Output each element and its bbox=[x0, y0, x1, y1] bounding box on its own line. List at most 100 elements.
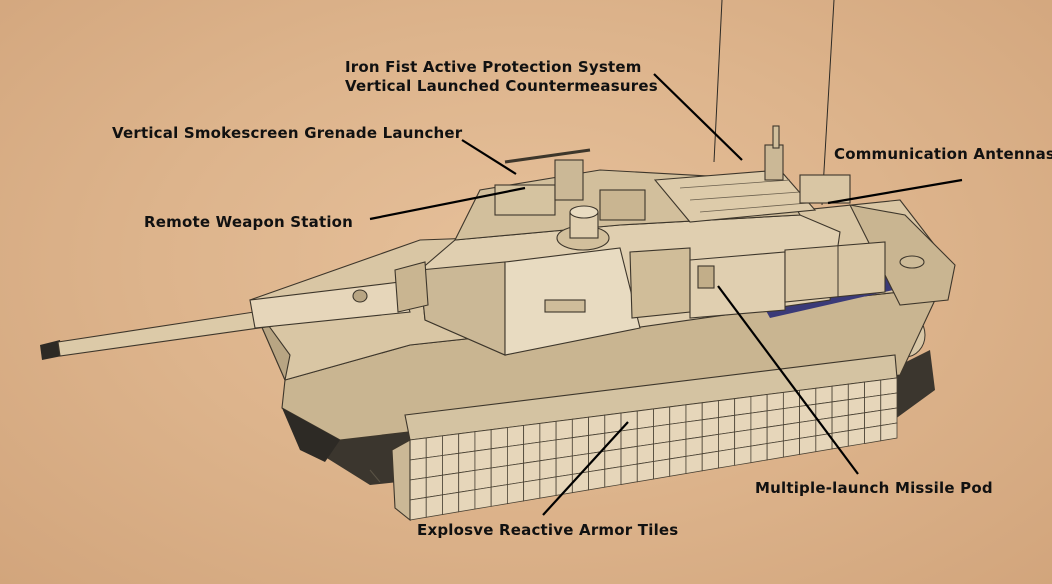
armor-tile bbox=[523, 460, 541, 483]
armor-tile bbox=[539, 420, 557, 443]
label-iron-fist-line1: Iron Fist Active Protection System bbox=[345, 58, 642, 76]
armor-tile bbox=[864, 409, 882, 429]
armor-tile bbox=[409, 457, 427, 481]
armor-tile bbox=[458, 450, 476, 474]
armor-tile bbox=[847, 381, 865, 401]
armor-tile bbox=[555, 418, 573, 441]
armor-tile bbox=[734, 429, 752, 450]
leader-iron-fist bbox=[653, 73, 743, 161]
armor-tile bbox=[458, 469, 476, 493]
armor-tile bbox=[506, 443, 525, 467]
armor-tile bbox=[831, 383, 849, 403]
armor-tile bbox=[815, 401, 833, 421]
rws-box bbox=[494, 184, 556, 216]
armor-tile bbox=[815, 385, 833, 405]
armor-tile bbox=[701, 450, 719, 472]
armor-tile bbox=[442, 491, 460, 516]
armor-tile bbox=[864, 394, 882, 414]
armor-tile bbox=[750, 426, 768, 447]
armor-tile bbox=[734, 412, 752, 433]
armor-tile bbox=[701, 400, 719, 421]
label-antennas: Communication Antennas bbox=[834, 145, 1052, 163]
turret-vent bbox=[544, 299, 586, 313]
turret-bustle-rear bbox=[784, 241, 886, 303]
armor-tile bbox=[474, 467, 492, 491]
armor-tile bbox=[636, 461, 654, 483]
armor-tile bbox=[539, 439, 557, 462]
armor-tile bbox=[831, 399, 849, 419]
armor-tile bbox=[571, 453, 589, 475]
armor-tile bbox=[604, 412, 622, 434]
armor-tile bbox=[653, 406, 671, 427]
armor-tile bbox=[425, 455, 443, 479]
leader-remote-weapon bbox=[369, 186, 526, 221]
leader-missile-pod bbox=[717, 285, 859, 475]
cupola-top bbox=[569, 205, 599, 219]
armor-tile bbox=[523, 441, 541, 464]
reactive-armor-tiles bbox=[391, 377, 898, 522]
armor-tile bbox=[604, 448, 622, 470]
armor-tile bbox=[847, 412, 865, 432]
front-mudguard bbox=[282, 408, 340, 462]
armor-tile bbox=[458, 431, 476, 454]
armor-tile bbox=[604, 466, 622, 488]
armor-tile bbox=[669, 421, 687, 443]
armor-tile bbox=[880, 422, 898, 442]
armor-tile bbox=[523, 423, 541, 445]
armor-tile bbox=[409, 477, 427, 501]
armor-tile bbox=[831, 414, 849, 434]
armor-tile bbox=[425, 494, 443, 518]
armor-tile bbox=[750, 410, 768, 431]
armor-tile bbox=[506, 425, 525, 448]
armor-tile bbox=[685, 453, 703, 475]
rear-hatch bbox=[899, 255, 925, 269]
armor-tile bbox=[750, 443, 768, 464]
armor-tile bbox=[799, 419, 817, 439]
label-missile-pod: Multiple-launch Missile Pod bbox=[755, 479, 993, 497]
armor-tile bbox=[442, 452, 460, 476]
armor-tile bbox=[669, 404, 687, 425]
iron-fist-pack bbox=[653, 169, 817, 223]
leader-smokescreen bbox=[461, 139, 517, 175]
bore-evacuator bbox=[352, 289, 368, 303]
armor-tile bbox=[847, 397, 865, 416]
armor-tile bbox=[636, 408, 654, 430]
armor-tile bbox=[653, 441, 671, 462]
armor-tile bbox=[880, 392, 898, 411]
armor-tile bbox=[490, 427, 508, 450]
armor-tile bbox=[847, 427, 865, 447]
armor-tile bbox=[539, 457, 557, 480]
armor-tile bbox=[864, 425, 882, 444]
armor-tile bbox=[539, 476, 557, 499]
armor-tile bbox=[734, 445, 752, 466]
armor-tile bbox=[474, 448, 492, 471]
armor-tile bbox=[701, 433, 719, 455]
armor-tile bbox=[669, 455, 687, 477]
armor-tile bbox=[766, 392, 784, 412]
armor-tile bbox=[766, 408, 784, 428]
armor-tile bbox=[442, 433, 460, 456]
armor-tile bbox=[474, 486, 492, 510]
armor-tile bbox=[636, 426, 654, 447]
label-reactive-armor: Explosve Reactive Armor Tiles bbox=[417, 521, 679, 539]
skirt-front-tile bbox=[391, 439, 411, 522]
leader-antennas bbox=[827, 178, 963, 205]
armor-tile bbox=[782, 437, 800, 458]
armor-tile bbox=[782, 421, 800, 442]
armor-tile bbox=[490, 446, 508, 469]
loader-station bbox=[599, 189, 646, 221]
armor-tile bbox=[782, 405, 800, 426]
armor-tile bbox=[571, 434, 589, 457]
armor-tile bbox=[718, 398, 736, 419]
armor-tile bbox=[636, 443, 654, 465]
armor-tile bbox=[620, 445, 638, 468]
armor-tile bbox=[474, 429, 492, 452]
armor-tile bbox=[718, 414, 736, 435]
armor-tile bbox=[685, 402, 703, 423]
gun-mantlet bbox=[394, 261, 429, 313]
armor-tile bbox=[685, 419, 703, 440]
armor-tile bbox=[799, 435, 817, 455]
armor-tile bbox=[490, 465, 508, 488]
armor-tile bbox=[409, 437, 427, 461]
